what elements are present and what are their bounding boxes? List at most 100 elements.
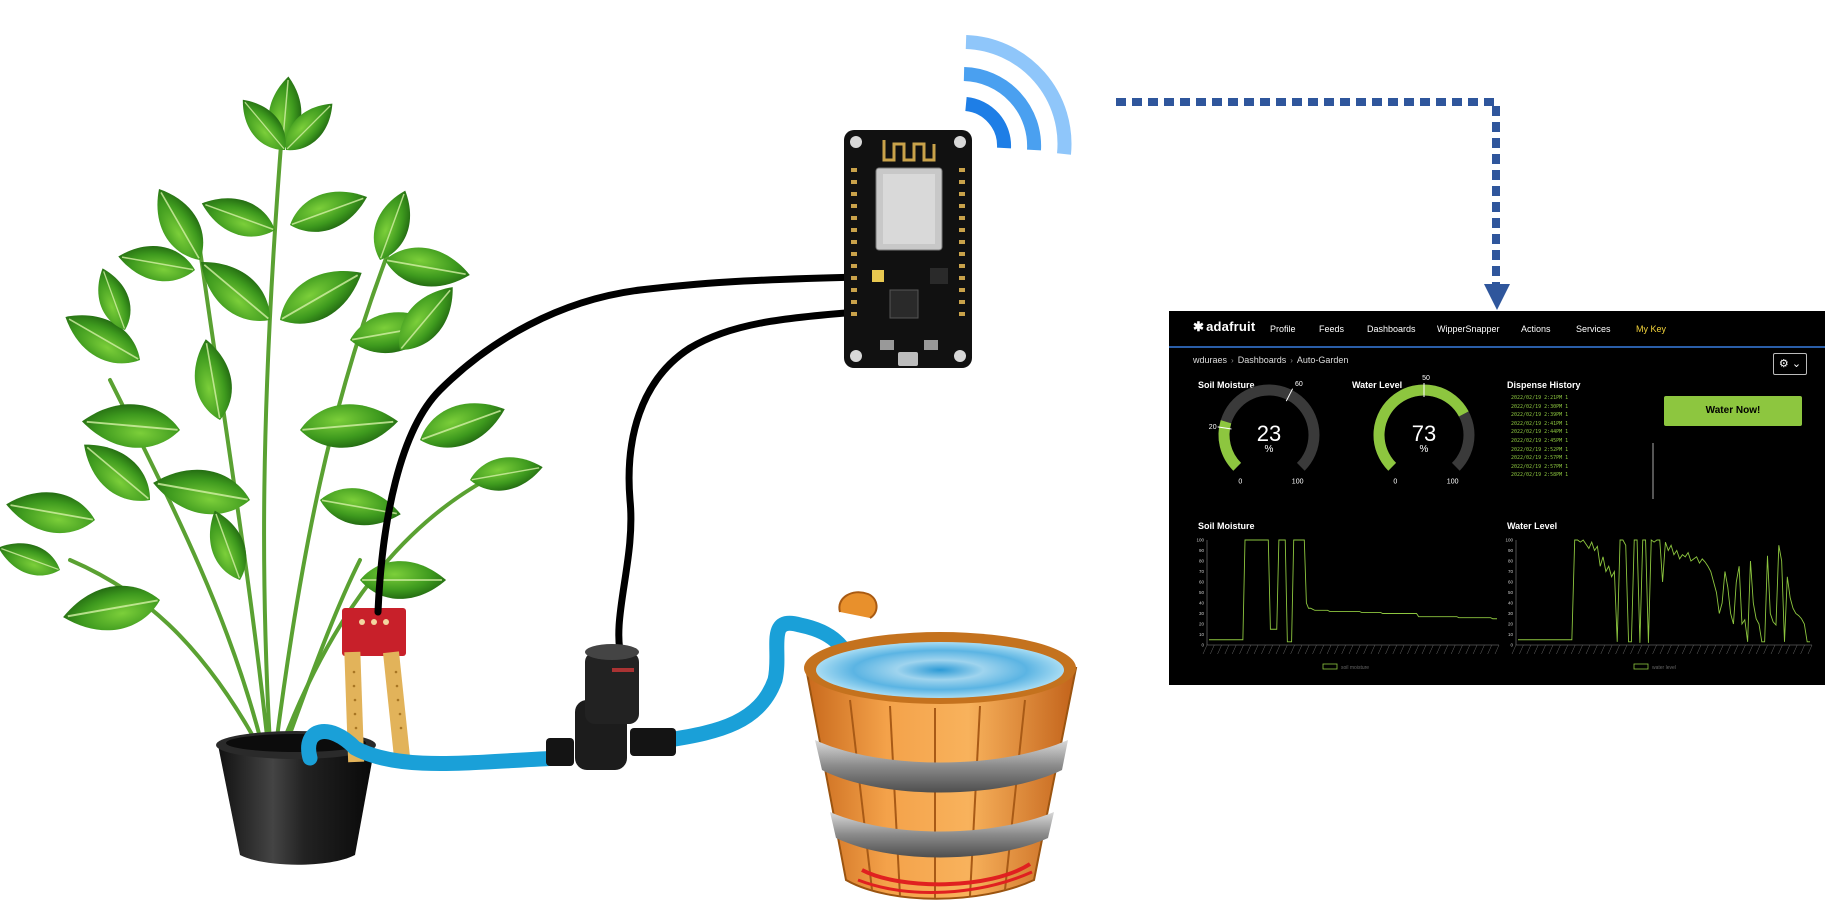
y-tick-label: 100: [1196, 538, 1204, 543]
gauge-threshold-tick: [1285, 388, 1294, 402]
x-tick-label: [1465, 644, 1471, 655]
gauge-threshold-tick: [1217, 426, 1232, 430]
adafruit-logo[interactable]: ✱adafruit: [1193, 319, 1256, 334]
history-row: 2022/02/19 2:30PM 1: [1511, 403, 1569, 410]
x-tick-label: [1341, 644, 1346, 655]
adafruit-io-dashboard: ✱adafruit Profile Feeds Dashboards Wippe…: [1169, 311, 1825, 685]
history-row: 2022/02/19 2:57PM 1: [1511, 463, 1569, 470]
x-tick-label: [1548, 644, 1554, 655]
y-tick-label: 50: [1508, 590, 1514, 595]
y-tick-label: 50: [1199, 590, 1205, 595]
y-tick-label: 100: [1505, 538, 1513, 543]
x-tick-label: [1667, 644, 1672, 655]
gear-icon: ⚙: [1778, 358, 1789, 370]
chart-title-soil: Soil Moisture: [1198, 521, 1255, 531]
nav-profile[interactable]: Profile: [1270, 324, 1296, 334]
gauge-max-label: 100: [1447, 479, 1459, 486]
breadcrumb-dashboards[interactable]: Dashboards: [1237, 355, 1287, 365]
x-tick-label: [1704, 644, 1709, 655]
series-line: [1209, 539, 1497, 643]
series-line: [1518, 539, 1810, 643]
x-tick-label: [1778, 644, 1783, 655]
y-tick-label: 40: [1199, 601, 1205, 606]
leaves: [0, 74, 547, 640]
breadcrumb-user[interactable]: wduraes: [1193, 355, 1228, 365]
x-tick-label: [1326, 644, 1332, 655]
x-tick-label: [1792, 644, 1798, 655]
x-tick-label: [1210, 644, 1215, 655]
x-tick-label: [1526, 644, 1532, 655]
x-tick-label: [1578, 644, 1583, 655]
x-tick-label: [1755, 644, 1761, 655]
x-tick-label: [1541, 644, 1546, 655]
x-tick-label: [1600, 644, 1606, 655]
history-row: 2022/02/19 2:39PM 1: [1511, 412, 1569, 419]
history-scrollbar[interactable]: [1652, 443, 1654, 499]
x-tick-label: [1450, 644, 1456, 655]
x-tick-label: [1593, 644, 1598, 655]
y-tick-label: 60: [1199, 580, 1205, 585]
nav-services[interactable]: Services: [1576, 324, 1611, 334]
x-tick-label: [1217, 644, 1222, 655]
y-tick-label: 70: [1199, 569, 1205, 574]
x-tick-label: [1392, 644, 1398, 655]
y-tick-label: 0: [1510, 643, 1513, 648]
water-pump: [546, 644, 676, 770]
x-tick-label: [1674, 644, 1680, 655]
y-tick-label: 70: [1508, 569, 1514, 574]
water-bucket: [804, 591, 1078, 900]
nav-my-key[interactable]: My Key: [1636, 324, 1667, 334]
x-tick-label: [1246, 644, 1252, 655]
x-tick-label: [1622, 644, 1628, 655]
gauge-low-mark: 20: [1209, 424, 1217, 431]
x-tick-label: [1570, 644, 1576, 655]
x-tick-label: [1511, 644, 1517, 655]
x-tick-label: [1356, 644, 1361, 655]
x-tick-label: [1385, 644, 1390, 655]
x-tick-label: [1748, 644, 1754, 655]
chart-title-water: Water Level: [1507, 521, 1558, 531]
chevron-down-icon: ⌄: [1791, 358, 1802, 370]
legend-label: water level: [1652, 665, 1676, 671]
x-tick-label: [1637, 644, 1643, 655]
x-tick-label: [1800, 644, 1805, 655]
history-title: Dispense History: [1507, 380, 1581, 390]
x-tick-label: [1741, 644, 1746, 655]
nav-dashboards[interactable]: Dashboards: [1367, 324, 1416, 334]
x-tick-label: [1458, 644, 1463, 655]
wifi-signal-icon: [963, 35, 1072, 155]
x-tick-label: [1429, 644, 1434, 655]
x-tick-label: [1472, 644, 1478, 655]
nav-actions[interactable]: Actions: [1521, 324, 1551, 334]
x-tick-label: [1319, 644, 1325, 655]
x-tick-label: [1607, 644, 1613, 655]
x-tick-label: [1689, 644, 1694, 655]
dispense-history-list: 2022/02/19 2:21PM 1 2022/02/19 2:30PM 1 20…: [1511, 394, 1591, 480]
x-tick-label: [1733, 644, 1739, 655]
water-now-button[interactable]: Water Now!: [1664, 396, 1802, 426]
gauge-mark: 50: [1422, 375, 1430, 382]
chevron-right-icon: ›: [1231, 356, 1234, 365]
soil-moisture-sensor: [342, 608, 411, 763]
x-tick-label: [1377, 644, 1383, 655]
x-tick-label: [1268, 644, 1273, 655]
chevron-right-icon: ›: [1290, 356, 1293, 365]
x-tick-label: [1630, 644, 1635, 655]
x-tick-label: [1231, 644, 1237, 655]
history-row: 2022/02/19 2:21PM 1: [1511, 395, 1569, 401]
nav-wippersnapper[interactable]: WipperSnapper: [1437, 324, 1500, 334]
nav-feeds[interactable]: Feeds: [1319, 324, 1345, 334]
legend-swatch: [1633, 663, 1649, 670]
x-tick-label: [1224, 644, 1230, 655]
x-tick-label: [1763, 644, 1768, 655]
gauge-value-arc: [1373, 384, 1469, 471]
x-tick-label: [1312, 644, 1317, 655]
x-tick-label: [1202, 644, 1208, 655]
y-tick-label: 80: [1199, 559, 1205, 564]
y-tick-label: 0: [1201, 643, 1204, 648]
gauge-unit: %: [1420, 444, 1429, 455]
x-tick-label: [1487, 644, 1492, 655]
settings-button[interactable]: ⚙ ⌄: [1773, 353, 1807, 375]
